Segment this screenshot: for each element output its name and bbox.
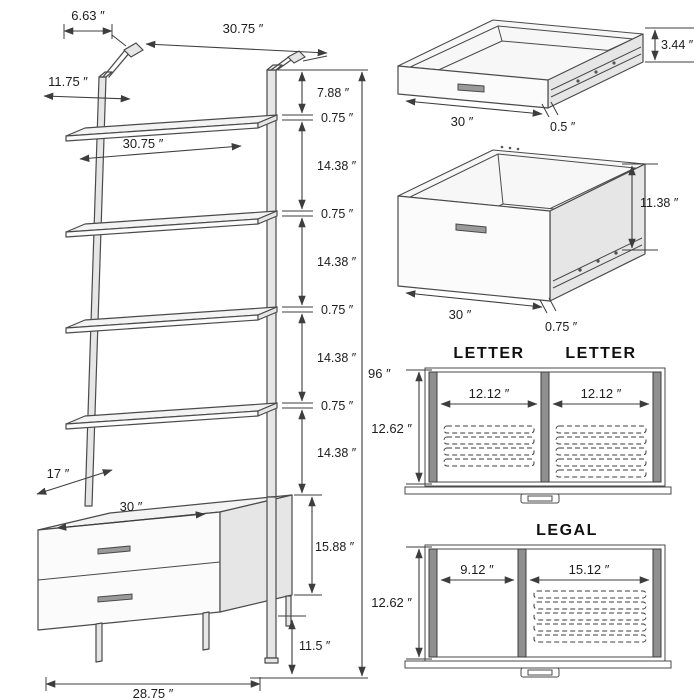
dim-shelf-thickness-4: 0.75 ″: [321, 399, 354, 413]
letter-inner-edges: [437, 371, 653, 483]
letter-outer-frame: [424, 367, 666, 487]
dim-cabinet-depth: 17 ″: [47, 466, 70, 481]
legal-label: LEGAL: [536, 522, 598, 539]
cabinet-handle-bottom: [97, 593, 133, 603]
right-rail: [266, 69, 277, 498]
dim-cabinet-height: 15.88 ″: [315, 540, 355, 554]
legal-base-rail: [404, 660, 672, 669]
letter-pull-handle: [520, 493, 560, 504]
ladder-dimensions: 6.63 ″ 30.75 ″ 11.75 ″ 30.75 ″ 7.88 ″ 0.…: [36, 8, 391, 700]
drawer-divider-line: [37, 561, 221, 581]
glide-screw-3: [612, 61, 616, 65]
dim-shelf-width: 30.75 ″: [123, 136, 164, 151]
dim-shallow-front-thickness: 0.5 ″: [550, 120, 576, 134]
dim-top-width: 30.75 ″: [223, 21, 264, 36]
letter-file-rows: [443, 425, 647, 478]
legal-ticks: [406, 546, 432, 660]
letter-label-left: LETTER: [453, 345, 524, 362]
dim-deep-height: 11.38 ″: [640, 196, 679, 210]
shallow-drawer-glide-rail: [550, 46, 642, 98]
shallow-drawer-ticks: [541, 27, 694, 118]
dim-line-bracket-diagonal: [43, 92, 131, 103]
dim-shelf-spacing-1: 14.38 ″: [317, 159, 357, 173]
glide-screw-5: [596, 259, 600, 263]
dim-shelf-spacing-3: 14.38 ″: [317, 351, 357, 365]
dim-line-top-width: [145, 40, 328, 57]
dim-line-cabinet-width: [56, 511, 206, 531]
deep-drawer-drawing: 11.38 ″ 30 ″ 0.75 ″: [397, 145, 679, 334]
front-left-leg: [95, 622, 103, 663]
letter-right-wall: [652, 371, 662, 483]
letter-divider: [540, 371, 550, 483]
shelf-4: [65, 402, 278, 430]
legal-file-rows: [533, 590, 647, 643]
rim-screw-1: [500, 145, 504, 149]
shelf-1: [65, 114, 278, 142]
dim-shallow-width: 30 ″: [451, 114, 474, 129]
letter-ticks: [406, 369, 432, 485]
right-rail-lower: [266, 496, 277, 659]
back-right-leg: [285, 595, 292, 627]
shelf-2: [65, 210, 278, 238]
dim-shelf-spacing-4: 14.38 ″: [317, 446, 357, 460]
rim-screw-2: [508, 146, 512, 150]
legal-pull-handle: [520, 667, 560, 678]
dim-leg-clearance: 11.5 ″: [299, 639, 331, 653]
left-bracket-hook: [123, 42, 144, 58]
letter-pull-handle-inner: [527, 495, 553, 502]
shallow-drawer-drawing: 3.44 ″ 30 ″ 0.5 ″: [397, 19, 694, 134]
dim-letter-right-width: 12.12 ″: [581, 386, 622, 401]
dim-shallow-height: 3.44 ″: [661, 38, 694, 52]
dim-top-gap: 7.88 ″: [317, 86, 350, 100]
dim-line-cabinet-depth: [36, 469, 113, 495]
right-rail-foot: [264, 657, 279, 664]
dim-shelf-spacing-2: 14.38 ″: [317, 255, 357, 269]
legal-inner-edges: [437, 548, 653, 658]
dim-shelf-thickness-1: 0.75 ″: [321, 111, 354, 125]
deep-drawer-handle: [455, 223, 487, 234]
dim-base-width: 28.75 ″: [133, 686, 174, 700]
ladder-shelf-drawing: [37, 42, 306, 664]
rim-screw-3: [516, 147, 520, 151]
letter-label-right: LETTER: [565, 345, 636, 362]
dim-bracket-depth: 6.63 ″: [71, 8, 105, 23]
glide-screw-2: [594, 70, 598, 74]
dim-legal-right-width: 15.12 ″: [569, 562, 610, 577]
dim-line-shelf-width: [79, 143, 242, 162]
drawer-cabinet: [37, 494, 293, 663]
dim-letter-depth: 12.62 ″: [371, 421, 412, 436]
legal-left-wall: [428, 548, 438, 658]
dim-line-shallow-width: [405, 98, 543, 117]
dim-legal-left-width: 9.12 ″: [460, 562, 494, 577]
dim-line-deep-width: [405, 290, 543, 310]
dim-legal-depth: 12.62 ″: [371, 595, 412, 610]
shelf-3: [65, 306, 278, 334]
legal-divider: [517, 548, 527, 658]
deep-drawer-front-face: [397, 195, 551, 302]
legal-pull-handle-inner: [527, 669, 553, 676]
legal-config-drawing: LEGAL 9.12 ″ 15.12 ″ 12.62 ″: [371, 522, 672, 678]
letter-base-rail: [404, 486, 672, 495]
dim-shelf-thickness-2: 0.75 ″: [321, 207, 354, 221]
dim-overall-height: 96 ″: [368, 366, 391, 381]
dim-bracket-diagonal: 11.75 ″: [48, 74, 88, 89]
legal-right-wall: [652, 548, 662, 658]
glide-screw-6: [614, 251, 618, 255]
dim-shelf-thickness-3: 0.75 ″: [321, 303, 354, 317]
front-right-leg: [202, 611, 210, 651]
letter-config-drawing: LETTER LETTER 12.12 ″ 12.12 ″ 12.62: [371, 345, 672, 504]
cabinet-handle-top: [97, 545, 131, 555]
letter-left-wall: [428, 371, 438, 483]
left-rail: [84, 76, 107, 507]
left-bracket-arm: [102, 48, 132, 78]
dim-deep-width: 30 ″: [449, 307, 472, 322]
glide-screw-1: [576, 79, 580, 83]
dim-deep-front-thickness: 0.75 ″: [545, 320, 578, 334]
deep-drawer-ticks: [539, 163, 658, 314]
glide-screw-4: [578, 268, 582, 272]
dim-letter-left-width: 12.12 ″: [469, 386, 510, 401]
dim-cabinet-width: 30 ″: [120, 499, 143, 514]
shallow-drawer-handle: [457, 83, 485, 93]
